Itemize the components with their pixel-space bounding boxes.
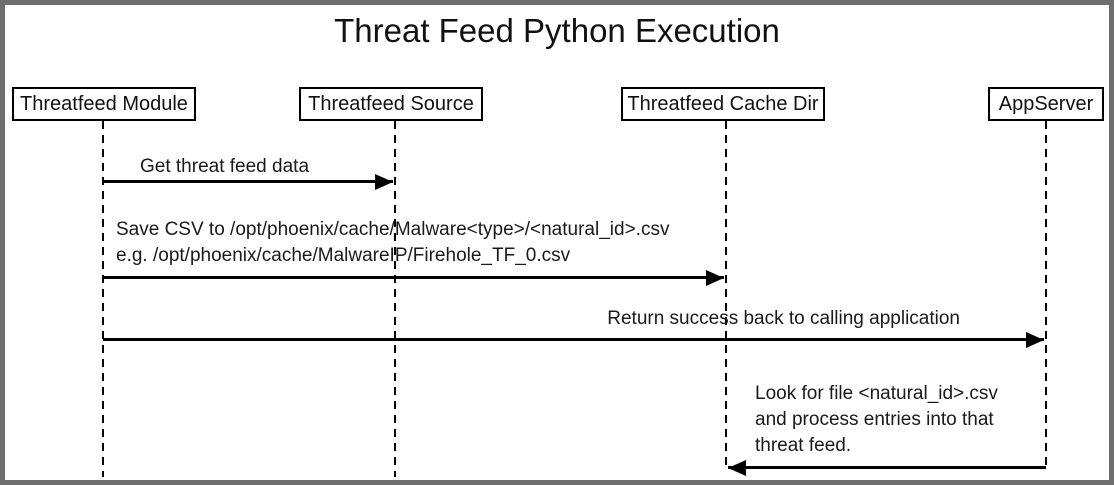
message-line: Look for file <natural_id>.csv: [755, 383, 998, 404]
actor-box-threatfeed-module: Threatfeed Module: [12, 87, 196, 121]
actor-label: AppServer: [998, 92, 1094, 115]
actor-box-threatfeed-cache-dir: Threatfeed Cache Dir: [621, 87, 825, 121]
actor-label: Threatfeed Module: [20, 92, 188, 115]
message-line: Get threat feed data: [140, 156, 310, 177]
message-arrow-save-csv: [103, 276, 724, 279]
lifeline-appserver: [1045, 121, 1047, 468]
message-label: Return success back to calling applicati…: [607, 306, 960, 332]
message-label: Get threat feed data: [140, 154, 309, 180]
actor-box-appserver: AppServer: [988, 87, 1104, 121]
message-line: and process entries into that: [755, 409, 994, 430]
diagram-title: Threat Feed Python Execution: [334, 12, 780, 49]
message-line: Return success back to calling applicati…: [607, 308, 960, 329]
actor-label: Threatfeed Source: [308, 92, 474, 115]
message-arrow-look-for-file: [728, 466, 1046, 469]
message-label: Save CSV to /opt/phoenix/cache/Malware<t…: [116, 217, 669, 269]
message-line: threat feed.: [755, 435, 852, 456]
lifeline-threatfeed-source: [394, 121, 396, 477]
actor-box-threatfeed-source: Threatfeed Source: [299, 87, 483, 121]
message-line: e.g. /opt/phoenix/cache/MalwareIP/Fireho…: [116, 245, 571, 266]
message-label: Look for file <natural_id>.csv and proce…: [755, 381, 998, 459]
actor-label: Threatfeed Cache Dir: [627, 92, 819, 115]
message-arrow-return-success: [103, 338, 1044, 341]
message-line: Save CSV to /opt/phoenix/cache/Malware<t…: [116, 219, 670, 240]
lifeline-threatfeed-cache-dir: [725, 121, 727, 468]
message-arrow-get-threat-feed-data: [103, 180, 393, 183]
lifeline-threatfeed-module: [102, 121, 104, 477]
